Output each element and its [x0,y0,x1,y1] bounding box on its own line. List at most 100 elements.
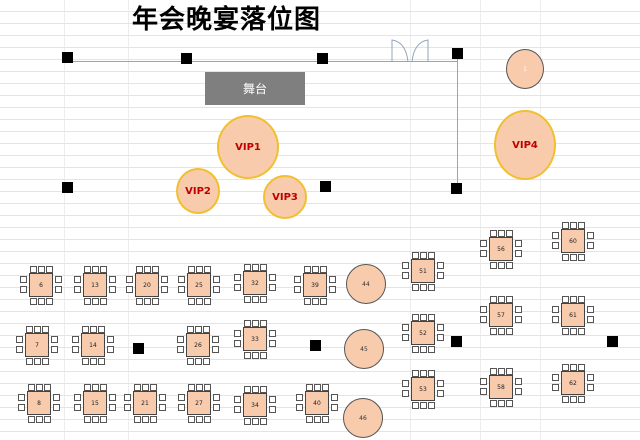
chair-icon [490,400,497,407]
table-number: 26 [186,333,210,357]
table-number: 57 [489,303,513,327]
table-number: 8 [27,391,51,415]
chair-icon [84,416,91,423]
chair-icon [506,262,513,269]
table-number: 53 [411,377,435,401]
chair-icon [314,384,321,391]
chair-icon [244,320,251,327]
small-round-table: 1 [506,49,544,89]
chair-icon [109,286,116,293]
chair-icon [187,358,194,365]
chair-icon [437,262,444,269]
chair-icon [402,390,409,397]
chair-icon [412,252,419,259]
chair-icon [252,418,259,425]
chair-icon [304,266,311,273]
chair-icon [38,298,45,305]
chair-icon [322,416,329,423]
chair-icon [16,346,23,353]
chair-icon [322,384,329,391]
table-unit: 34 [230,386,282,426]
chair-icon [562,296,569,303]
chair-icon [109,394,116,401]
chair-icon [402,334,409,341]
table-number: 32 [243,271,267,295]
chair-icon [562,396,569,403]
chair-icon [188,416,195,423]
chair-icon [260,320,267,327]
table-unit: 21 [120,384,172,424]
chair-icon [26,358,33,365]
chair-icon [142,384,149,391]
chair-icon [36,416,43,423]
chair-icon [144,298,151,305]
chair-icon [402,272,409,279]
chair-icon [134,416,141,423]
chair-icon [90,358,97,365]
chair-icon [498,296,505,303]
chair-icon [90,326,97,333]
round-table-46: 46 [343,398,383,438]
chair-icon [234,330,241,337]
table-number: 13 [83,273,107,297]
chair-icon [437,334,444,341]
chair-icon [212,336,219,343]
chair-icon [296,394,303,401]
chair-icon [124,394,131,401]
chair-icon [296,404,303,411]
chair-icon [177,336,184,343]
wall-right [457,56,458,188]
chair-icon [570,328,577,335]
chair-icon [84,298,91,305]
table-unit: 51 [398,252,450,292]
table-unit: 61 [548,296,600,336]
table-number: 15 [83,391,107,415]
chair-icon [420,402,427,409]
chair-icon [144,266,151,273]
chair-icon [314,416,321,423]
chair-icon [331,404,338,411]
chair-icon [212,346,219,353]
table-number: 60 [561,229,585,253]
chair-icon [329,286,336,293]
chair-icon [196,298,203,305]
chair-icon [234,284,241,291]
table-number: 51 [411,259,435,283]
chair-icon [84,384,91,391]
chair-icon [562,254,569,261]
chair-icon [552,316,559,323]
chair-icon [480,378,487,385]
chair-icon [587,384,594,391]
table-number: 56 [489,237,513,261]
table-unit: 32 [230,264,282,304]
chair-icon [320,266,327,273]
pillar-icon [451,336,462,347]
chair-icon [498,400,505,407]
chair-icon [30,266,37,273]
chair-icon [213,286,220,293]
vip-table-3: VIP3 [263,175,307,219]
chair-icon [204,266,211,273]
vip-table-4: VIP4 [494,110,556,180]
chair-icon [498,230,505,237]
chair-icon [55,286,62,293]
chair-icon [552,384,559,391]
chair-icon [587,242,594,249]
table-number: 27 [187,391,211,415]
chair-icon [100,298,107,305]
chair-icon [150,384,157,391]
chair-icon [28,384,35,391]
table-number: 58 [489,375,513,399]
chair-icon [480,250,487,257]
chair-icon [252,264,259,271]
stage-block: 舞台 [205,72,305,105]
chair-icon [178,276,185,283]
chair-icon [552,306,559,313]
chair-icon [260,352,267,359]
chair-icon [428,284,435,291]
table-unit: 25 [174,266,226,306]
chair-icon [562,222,569,229]
chair-icon [260,386,267,393]
chair-icon [562,328,569,335]
